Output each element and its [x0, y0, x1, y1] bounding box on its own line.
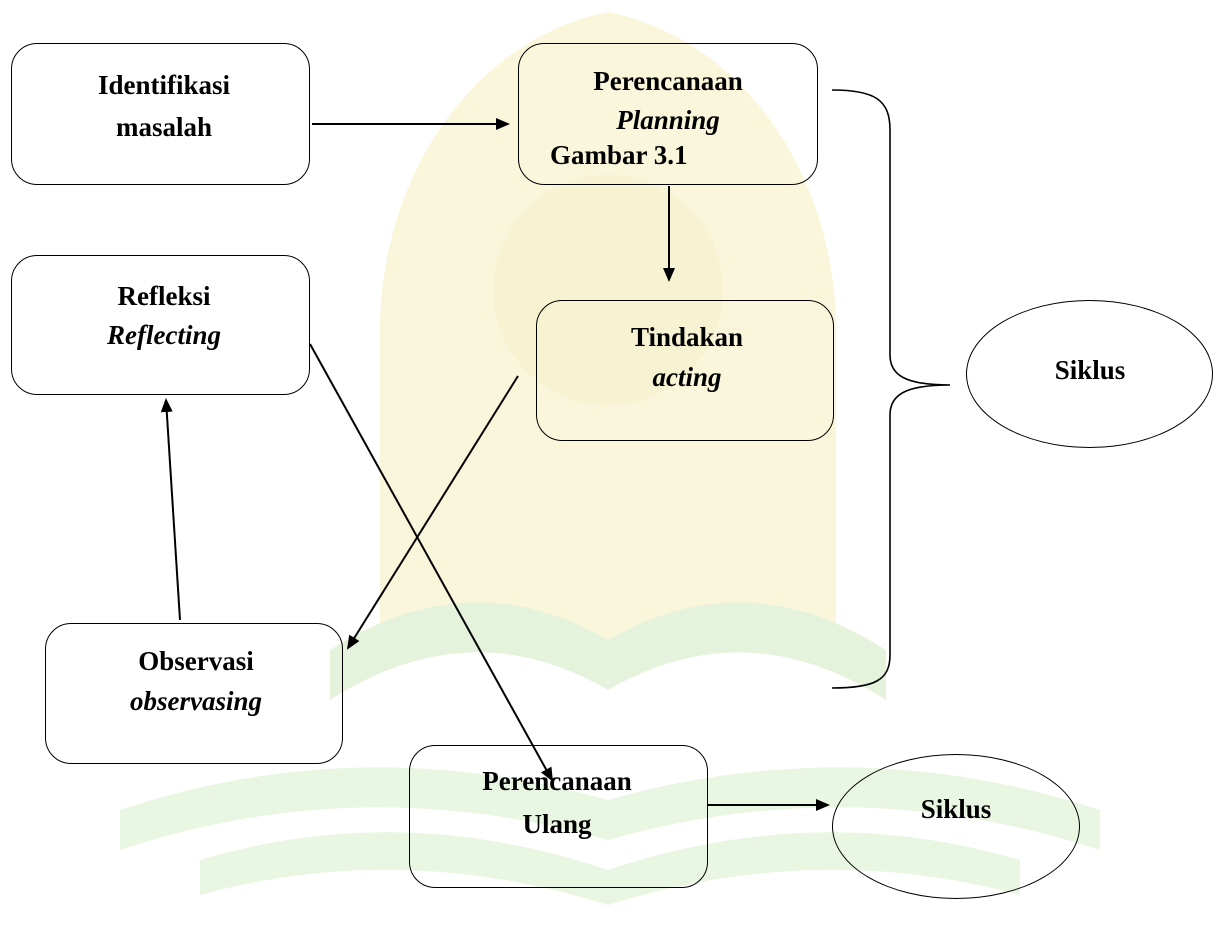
figure-caption: Gambar 3.1 — [550, 140, 688, 170]
perencanaan-box — [518, 43, 818, 185]
cycle-brace — [831, 89, 951, 689]
tindakan-line1: Tindakan — [630, 322, 744, 352]
perencanaan-line2: Planning — [616, 105, 720, 135]
arrow-tindakan-to-observasi — [346, 375, 519, 650]
siklus-oval-2 — [832, 754, 1080, 899]
tindakan-box — [536, 300, 834, 441]
refleksi-box — [11, 255, 310, 395]
siklus-oval-1 — [966, 300, 1213, 448]
perencanaan-ulang-line1: Perencanaan — [482, 766, 632, 796]
refleksi-line2: Reflecting — [107, 320, 221, 350]
identifikasi-line1: Identifikasi — [97, 70, 231, 100]
perencanaan-ulang-line2: Ulang — [522, 809, 592, 839]
observasi-box — [45, 623, 343, 764]
identifikasi-line2: masalah — [115, 112, 213, 142]
siklus-oval-1-label: Siklus — [1054, 355, 1126, 385]
siklus-oval-2-label: Siklus — [920, 794, 992, 824]
perencanaan-ulang-box — [409, 745, 708, 888]
identifikasi-box — [11, 43, 310, 185]
perencanaan-line1: Perencanaan — [593, 66, 743, 96]
arrow-observasi-to-refleksi — [160, 398, 181, 621]
observasi-line1: Observasi — [138, 646, 254, 676]
refleksi-line1: Refleksi — [117, 281, 211, 311]
tindakan-line2: acting — [652, 362, 722, 392]
observasi-line2: observasing — [129, 686, 263, 716]
arrow-refleksi-to-perencanaan-ulang — [309, 343, 553, 782]
